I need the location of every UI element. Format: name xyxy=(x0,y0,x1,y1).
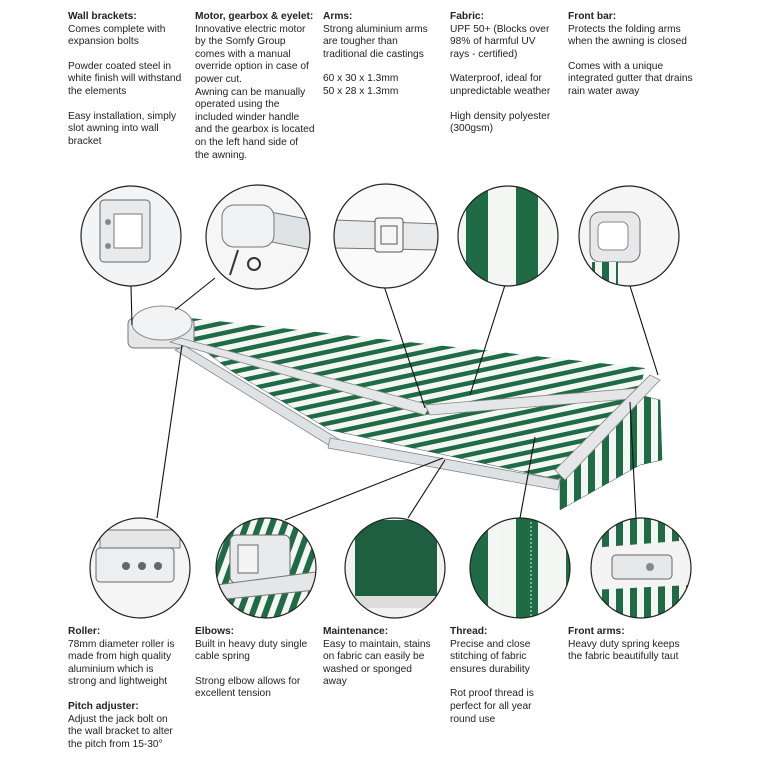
section-text: 60 x 30 x 1.3mm 50 x 28 x 1.3mm xyxy=(323,73,399,97)
section-heading: Arms: xyxy=(323,11,353,22)
front-arms-text: Front arms: Heavy duty spring keeps the … xyxy=(568,626,708,664)
section-heading: Fabric: xyxy=(450,11,484,22)
fabric-text: Fabric: UPF 50+ (Blocks over 98% of harm… xyxy=(450,11,562,136)
section-heading: Wall brackets: xyxy=(68,11,137,22)
wall-brackets-text: Wall brackets: Comes complete with expan… xyxy=(68,11,190,148)
maintenance-text: Maintenance: Easy to maintain, stains on… xyxy=(323,626,443,689)
motor-gearbox-text: Motor, gearbox & eyelet: Innovative elec… xyxy=(195,11,321,162)
maintenance-detail xyxy=(344,517,446,619)
section-heading: Front bar: xyxy=(568,11,617,22)
section-text: 78mm diameter roller is made from high q… xyxy=(68,638,175,688)
section-text: Heavy duty spring keeps the fabric beaut… xyxy=(568,638,680,663)
front-arms-detail xyxy=(590,517,692,619)
arms-detail xyxy=(333,183,439,289)
section-text: Easy installation, simply slot awning in… xyxy=(68,110,177,147)
fabric-detail xyxy=(457,185,559,287)
section-text: Built in heavy duty single cable spring xyxy=(195,638,308,663)
roller-detail xyxy=(89,517,191,619)
front-bar-text: Front bar: Protects the folding arms whe… xyxy=(568,11,708,99)
section-text: Easy to maintain, stains on fabric can e… xyxy=(323,638,431,688)
section-text: Strong aluminium arms are tougher than t… xyxy=(323,23,428,60)
section-text: Powder coated steel in white finish will… xyxy=(68,60,182,97)
section-text: Comes with a unique integrated gutter th… xyxy=(568,60,693,97)
section-heading: Front arms: xyxy=(568,626,625,637)
section-text: Protects the folding arms when the awnin… xyxy=(568,23,687,48)
awning-main xyxy=(127,305,663,511)
section-text: Strong elbow allows for excellent tensio… xyxy=(195,675,301,700)
section-text: Innovative electric motor by the Somfy G… xyxy=(195,23,315,161)
section-text: UPF 50+ (Blocks over 98% of harmful UV r… xyxy=(450,23,550,60)
roller-text: Roller: 78mm diameter roller is made fro… xyxy=(68,626,190,751)
section-heading: Roller: xyxy=(68,626,101,637)
elbows-text: Elbows: Built in heavy duty single cable… xyxy=(195,626,321,701)
section-heading: Pitch adjuster: xyxy=(68,700,139,712)
leader-lines xyxy=(130,277,659,521)
section-text: Comes complete with expansion bolts xyxy=(68,23,166,48)
section-text: Rot proof thread is perfect for all year… xyxy=(450,688,534,725)
section-text: High density polyester (300gsm) xyxy=(450,110,551,135)
section-heading: Maintenance: xyxy=(323,626,389,637)
thread-text: Thread: Precise and close stitching of f… xyxy=(450,626,562,726)
motor-gearbox-detail xyxy=(205,184,311,290)
wall-bracket-detail xyxy=(80,185,182,287)
section-heading: Elbows: xyxy=(195,626,235,637)
arms-text: Arms: Strong aluminium arms are tougher … xyxy=(323,11,443,99)
section-text: Adjust the jack bolt on the wall bracket… xyxy=(68,713,173,750)
section-heading: Motor, gearbox & eyelet: xyxy=(195,11,314,22)
thread-detail xyxy=(469,517,571,619)
section-text: Waterproof, ideal for unpredictable weat… xyxy=(450,73,551,97)
elbows-detail xyxy=(215,517,317,619)
section-heading: Thread: xyxy=(450,626,488,637)
front-bar-detail xyxy=(578,185,680,287)
section-text: Precise and close stitching of fabric en… xyxy=(450,638,531,675)
